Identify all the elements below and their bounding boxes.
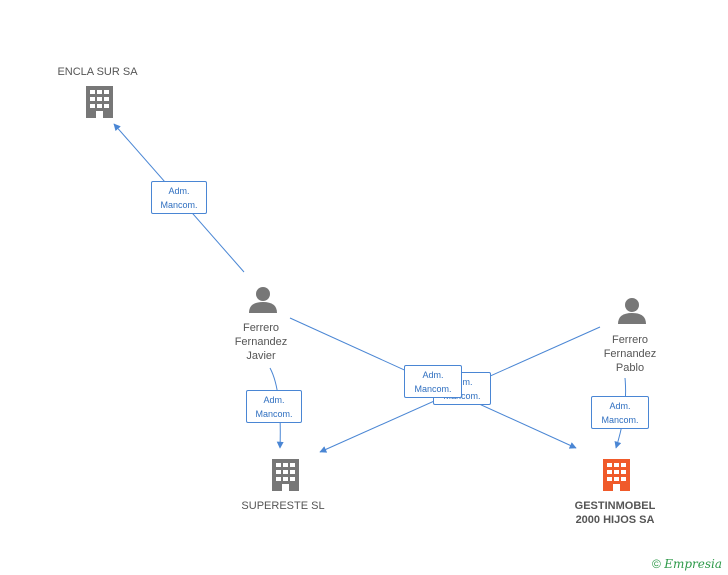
copyright-symbol: © (652, 557, 661, 571)
edge-label-javier-encla[interactable]: Adm. Mancom. (151, 181, 207, 214)
edge-label-pablo-supereste[interactable]: Adm. Mancom. (404, 365, 462, 398)
node-label-ferrero-pablo[interactable]: Ferrero Fernandez Pablo (603, 334, 657, 374)
node-label-gestinmobel[interactable]: GESTINMOBEL 2000 HIJOS SA (574, 500, 656, 526)
node-label-supereste[interactable]: SUPERESTE SL (241, 500, 325, 512)
footer-brand: © Empresia (652, 557, 722, 571)
edge-label-javier-supereste[interactable]: Adm. Mancom. (246, 390, 302, 423)
building-icon[interactable] (272, 459, 299, 491)
edge-label-pablo-gestinmobel[interactable]: Adm. Mancom. (591, 396, 649, 429)
node-label-encla-sur[interactable]: ENCLA SUR SA (57, 66, 138, 78)
person-icon[interactable] (249, 287, 277, 313)
person-icon[interactable] (618, 298, 646, 324)
node-label-ferrero-javier[interactable]: Ferrero Fernandez Javier (234, 322, 288, 362)
building-icon[interactable] (86, 86, 113, 118)
building-icon[interactable] (603, 459, 630, 491)
brand-name: Empresia (664, 557, 722, 571)
